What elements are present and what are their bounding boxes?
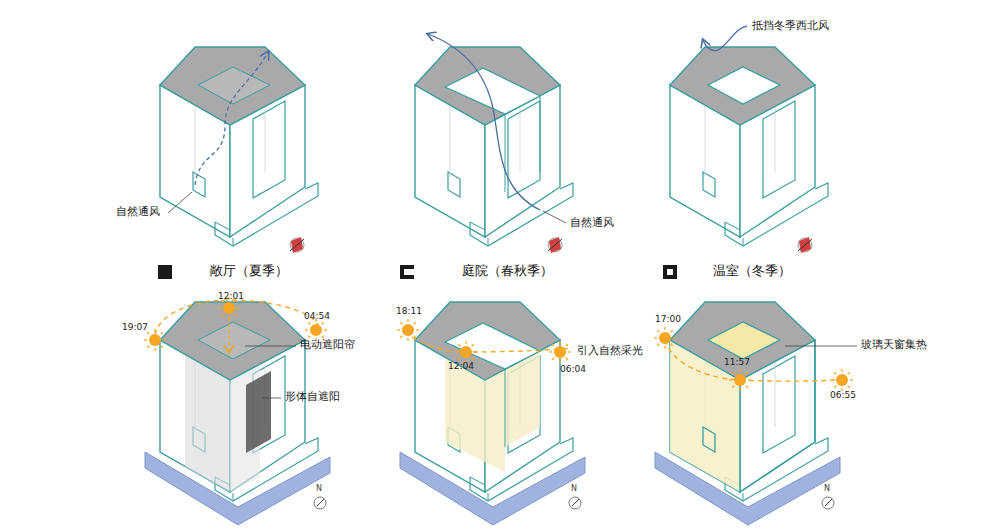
time-label: 18:11 bbox=[396, 306, 422, 316]
time-label: 12:01 bbox=[218, 291, 244, 301]
callout-label: 抵挡冬季西北风 bbox=[752, 20, 829, 33]
callout-label: 电动遮阳帘 bbox=[300, 339, 355, 352]
time-label: 17:00 bbox=[655, 314, 681, 324]
north-mark: N bbox=[571, 484, 577, 493]
callout-label: 玻璃天窗集热 bbox=[861, 339, 927, 352]
time-label: 11:57 bbox=[724, 357, 750, 367]
legend-label: 敞厅（夏季） bbox=[210, 264, 288, 279]
time-label: 06:55 bbox=[830, 390, 856, 400]
callout-label: 形体自遮阳 bbox=[285, 391, 340, 404]
callout-label: 自然通风 bbox=[570, 217, 614, 230]
callout-label: 自然通风 bbox=[116, 206, 160, 219]
time-label: 04:54 bbox=[304, 311, 330, 321]
legend-swatch bbox=[158, 265, 172, 279]
time-label: 12:04 bbox=[448, 361, 474, 371]
north-mark: N bbox=[316, 484, 322, 493]
legend-label: 温室（冬季） bbox=[713, 264, 791, 279]
time-label: 19:07 bbox=[122, 322, 148, 332]
time-label: 06:04 bbox=[560, 364, 586, 374]
callout-label: 引入自然采光 bbox=[577, 345, 643, 358]
legend-label: 庭院（春秋季） bbox=[462, 264, 553, 279]
north-mark: N bbox=[824, 484, 830, 493]
